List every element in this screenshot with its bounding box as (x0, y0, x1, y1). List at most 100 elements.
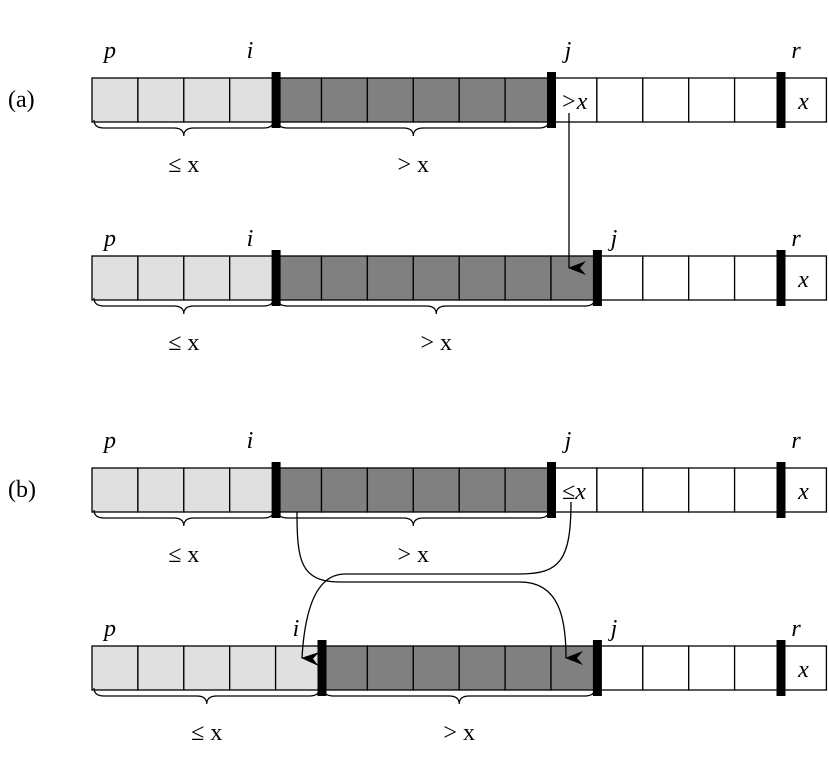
index-label-j: j (608, 616, 618, 642)
array-row-b-before: ≤x x p i j r ≤ x > x (91, 428, 828, 568)
index-label-j: j (608, 226, 618, 252)
array-cell (596, 255, 644, 301)
relation-label: ≤ x (168, 542, 199, 568)
index-label-i: i (293, 616, 300, 642)
array-cell (642, 77, 690, 123)
array-cell (458, 645, 506, 691)
pivot-label: x (797, 267, 809, 293)
cell-label: ≤x (562, 479, 586, 505)
array-row-a-after: x p i j r ≤ x > x (91, 226, 828, 356)
boundary-bar (271, 72, 281, 128)
index-label-r: r (791, 616, 801, 642)
relation-label: > x (420, 330, 452, 356)
array-cell (229, 77, 277, 123)
array-cell (642, 467, 690, 513)
array-cell (550, 645, 598, 691)
swap-arrow-b-right (296, 511, 584, 665)
index-label-r: r (791, 428, 801, 454)
part-label-a: (a) (8, 87, 35, 113)
array-cell (274, 645, 323, 691)
array-cell (137, 467, 185, 513)
boundary-bar (592, 640, 602, 696)
array-cell (274, 467, 323, 513)
index-label-i: i (247, 226, 254, 252)
array-cell (504, 467, 552, 513)
array-cell (320, 467, 369, 513)
array-cell (366, 467, 414, 513)
relation-label: ≤ x (168, 152, 199, 178)
array-cell (320, 255, 369, 301)
array-cell (779, 77, 828, 123)
array-cell (504, 645, 552, 691)
array-cell (688, 255, 736, 301)
index-label-r: r (791, 226, 801, 252)
pivot-label: x (797, 479, 809, 505)
group-brace (322, 687, 596, 705)
array-cell (183, 77, 231, 123)
index-label-p: p (102, 616, 116, 642)
relation-label: > x (443, 720, 475, 746)
part-label-b: (b) (8, 477, 36, 503)
group-brace (93, 509, 275, 527)
array-cell (183, 467, 231, 513)
array-cell (137, 645, 185, 691)
boundary-bar (776, 72, 786, 128)
array-cell (412, 467, 460, 513)
relation-label: > x (398, 542, 430, 568)
index-label-p: p (102, 38, 116, 64)
array-cell (596, 467, 644, 513)
array-cell (91, 77, 139, 123)
array-cell (550, 255, 598, 301)
array-cell (504, 255, 552, 301)
array-cell (412, 645, 460, 691)
array-cell (274, 77, 323, 123)
index-label-p: p (102, 428, 116, 454)
array-cell (91, 255, 139, 301)
array-cell (596, 645, 644, 691)
group-brace (277, 119, 550, 137)
array-cell (688, 645, 736, 691)
array-cell (320, 645, 369, 691)
array-cell (642, 255, 690, 301)
array-cell (229, 645, 277, 691)
index-label-j: j (562, 428, 572, 454)
pivot-label: x (797, 89, 809, 115)
array-cell (596, 77, 644, 123)
index-label-j: j (562, 38, 572, 64)
array-cell (183, 645, 231, 691)
index-label-p: p (102, 226, 116, 252)
array-cell (733, 645, 782, 691)
array-cell (366, 645, 414, 691)
swap-arrow-b-left (301, 501, 572, 666)
array-cell (733, 467, 782, 513)
array-cell (733, 77, 782, 123)
boundary-bar (547, 72, 556, 128)
boundary-bar (317, 640, 327, 696)
boundary-bar (592, 250, 602, 306)
array-cell (137, 255, 185, 301)
array-cell (412, 255, 460, 301)
relation-label: > x (398, 152, 430, 178)
index-label-r: r (791, 38, 801, 64)
array-cell (688, 77, 736, 123)
array-cell (229, 255, 277, 301)
group-brace (277, 297, 596, 315)
array-cell (229, 467, 277, 513)
array-cell (320, 77, 369, 123)
array-row-b-after: x p i j r ≤ x > x (91, 616, 828, 746)
boundary-bar (776, 640, 786, 696)
array-cell (688, 467, 736, 513)
index-label-i: i (247, 428, 254, 454)
relation-label: ≤ x (191, 720, 222, 746)
index-label-i: i (247, 38, 254, 64)
group-brace (93, 687, 321, 705)
boundary-bar (776, 462, 786, 518)
array-cell (504, 77, 552, 123)
array-cell (274, 255, 323, 301)
array-cell (779, 645, 828, 691)
relation-label: ≤ x (168, 330, 199, 356)
group-brace (93, 297, 275, 315)
array-cell (458, 467, 506, 513)
pivot-label: x (797, 657, 809, 683)
